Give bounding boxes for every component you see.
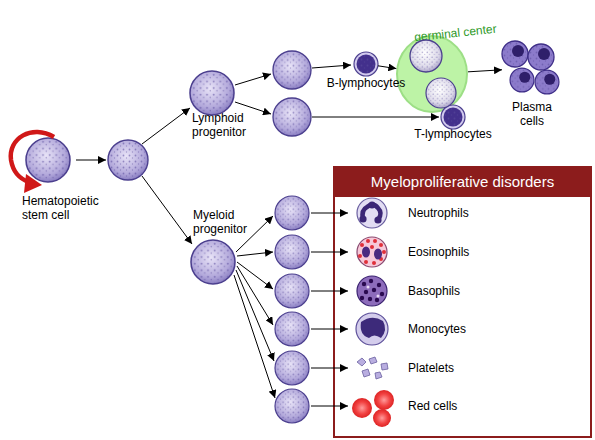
precursor-cell [275,351,309,385]
cell-label: Hematopoietic stem cell [22,194,106,222]
lymphocyte-cell: T-lymphocytes [441,105,465,129]
mature-cell: Red cells [357,391,387,421]
self-renewal-arrow [11,132,54,182]
precursor-cell [273,98,311,136]
differentiation-arrow [311,406,348,407]
differentiation-arrow [311,329,348,330]
precursor-cell [275,196,309,230]
cell-label: B-lymphocytes [327,76,406,90]
mature-cell: Basophils [357,276,387,306]
differentiation-arrow [237,252,273,256]
differentiation-arrow [237,262,273,289]
box-title: Myeloproliferative disorders [335,168,590,197]
differentiation-arrow [311,291,348,292]
precursor-cell [273,51,311,89]
self-renewal-arrowhead [24,174,42,193]
plasma-cell-shape [528,44,554,70]
mature-cell: Platelets [357,353,387,383]
mature-cell: Eosinophils [357,237,387,267]
neutrophil-shape [357,198,387,228]
germinal-center: germinal center [396,35,468,113]
stem-cell-shape [26,138,70,182]
precursor-cell [275,389,309,423]
b-lymphocyte-shape [354,52,378,76]
differentiation-arrow [237,266,273,325]
differentiation-arrow [76,160,106,161]
differentiation-arrow [235,102,271,114]
platelet-shapes [357,357,388,379]
germinal-center-label: germinal center [413,22,497,45]
germinal-cell [410,40,442,72]
cell-type-label: Eosinophils [408,245,469,259]
differentiation-arrow [236,216,273,252]
differentiation-arrow [311,213,348,214]
differentiation-arrow [236,270,274,361]
differentiation-arrow [311,252,348,253]
differentiation-arrow [142,108,190,144]
lymphocyte-cell: B-lymphocytes [354,52,378,76]
plasma-cell-shape [535,70,559,94]
plasma-cell-shape [502,41,528,67]
red-cell-shapes [352,390,394,427]
monocyte-shape [356,313,388,345]
germinal-center-ellipse [396,35,468,113]
differentiation-arrow [312,65,351,68]
mature-cell: Neutrophils [357,198,387,228]
cell-label: Plasma cells [507,100,557,128]
cell-type-label: Monocytes [408,322,466,336]
differentiation-arrow [312,117,439,118]
cell-type-label: Platelets [408,361,454,375]
multipotent-cell [108,140,148,180]
plasma-cell-shape [510,68,534,92]
differentiation-arrow [235,74,271,85]
mature-cell: Monocytes [357,314,387,344]
basophil-shape [357,276,387,306]
cell-type-label: Basophils [408,284,460,298]
flow-arrow [378,66,396,69]
germinal-center-outline [397,36,467,112]
differentiation-arrow [142,176,192,244]
progenitor-cell-shape [190,71,234,115]
progenitor-cell-shape [191,240,235,284]
t-lymphocyte-shape [441,105,465,129]
plasma-cells: Plasma cells [502,40,562,96]
stem-cell: Hematopoietic stem cell [26,138,70,182]
cell-type-label: Red cells [408,399,457,413]
flow-arrow [468,70,502,72]
eosinophil-shape [357,237,387,267]
cell-label: T-lymphocytes [414,127,491,141]
cell-label: Lymphoid progenitor [192,111,258,139]
progenitor-cell: Lymphoid progenitor [190,71,234,115]
differentiation-arrow [311,368,348,369]
progenitor-cell: Myeloid progenitor [191,240,235,284]
cell-label: Myeloid progenitor [193,208,259,236]
disorder-box: Myeloproliferative disordersNeutrophilsE… [333,166,592,438]
precursor-cell [275,235,309,269]
differentiation-arrow [234,275,275,398]
precursor-cell [275,274,309,308]
cell-type-label: Neutrophils [408,206,469,220]
precursor-cell [275,312,309,346]
germinal-cell [426,78,456,108]
